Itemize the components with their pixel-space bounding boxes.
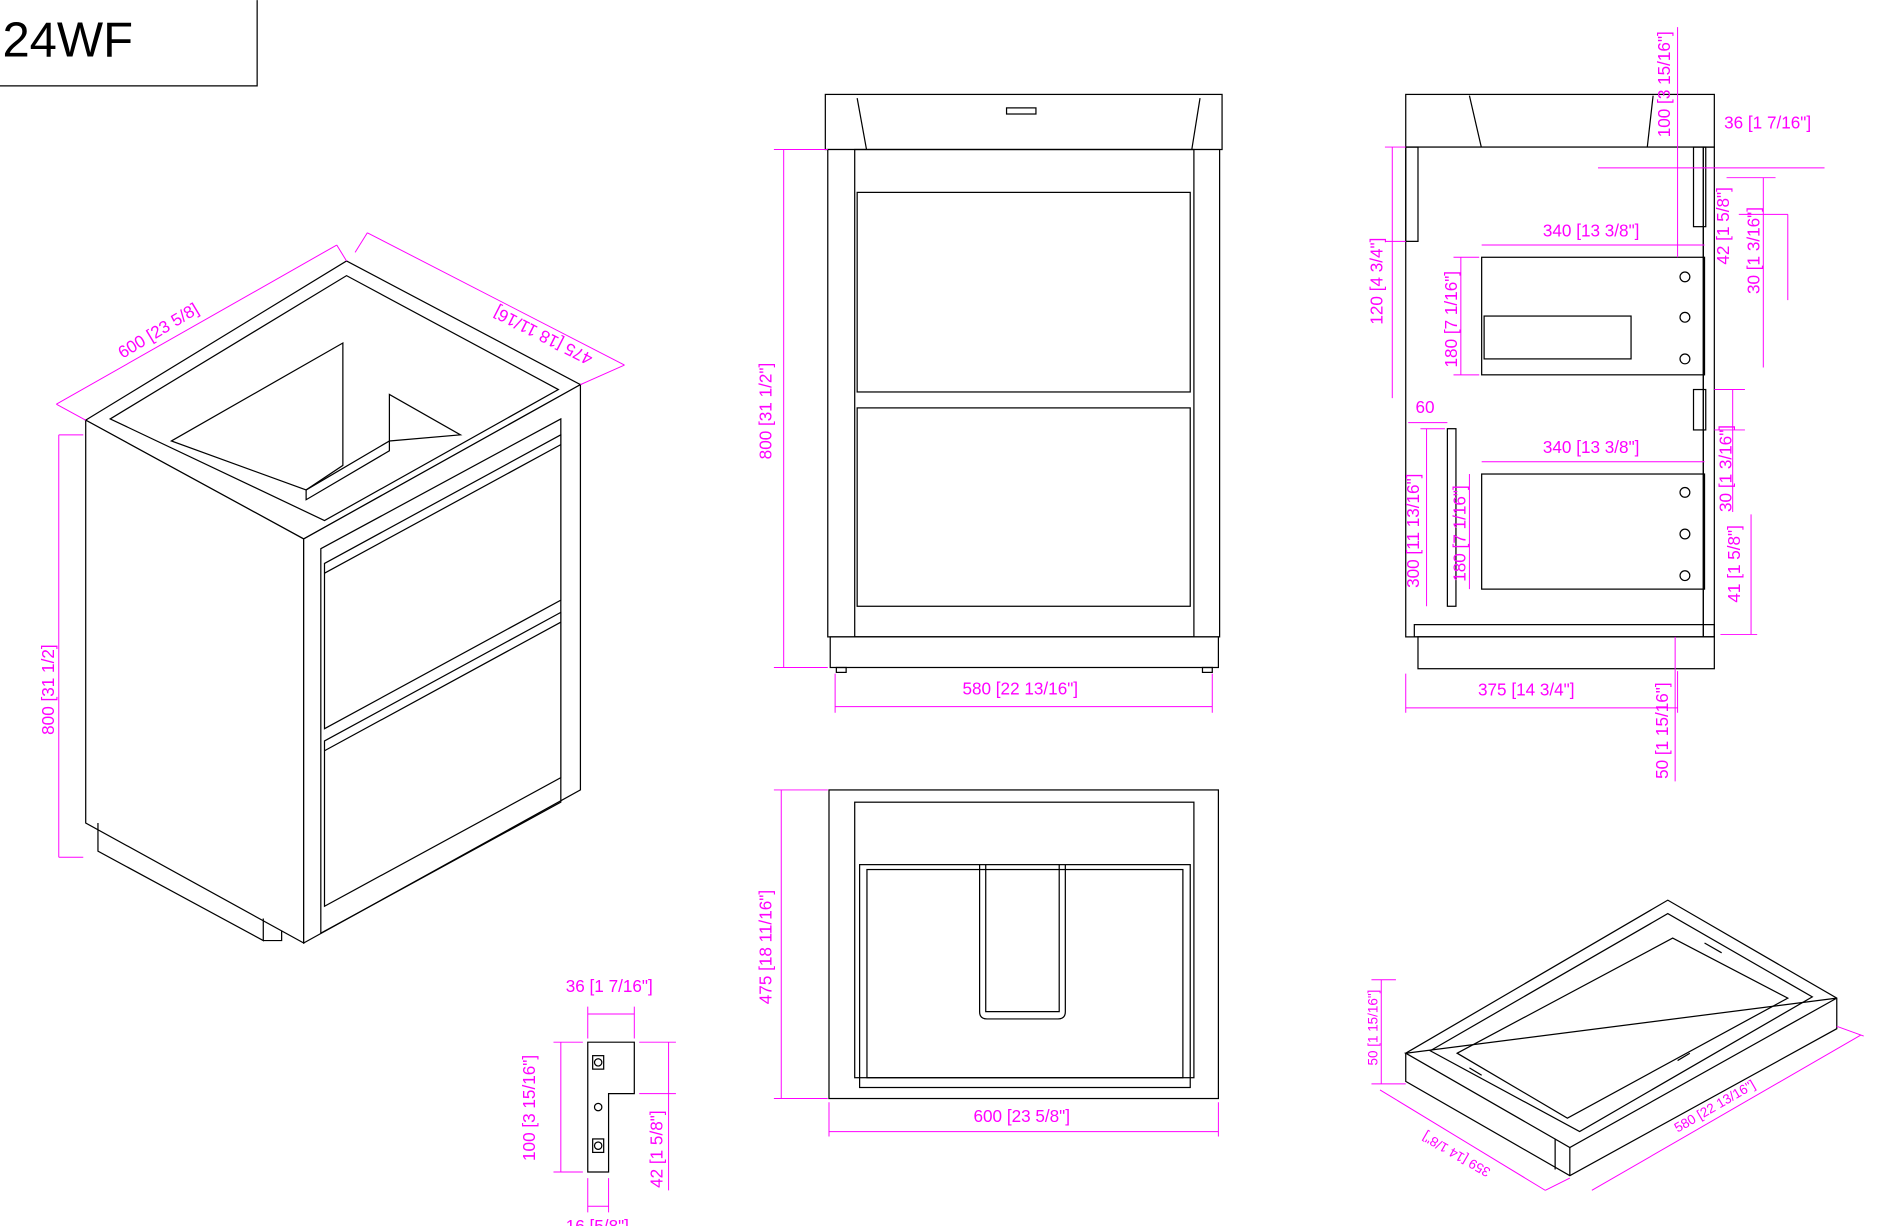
side-rail-offset-label: 60 [1416, 397, 1435, 417]
front-width-label: 580 [22 13/16"] [962, 678, 1078, 698]
side-upper-hole-offset-label: 30 [1 3/16"] [1744, 207, 1764, 294]
bracket-width-label: 36 [1 7/16"] [566, 976, 653, 996]
front-view: 800 [31 1/2"] 580 [22 13/16"] [755, 93, 1223, 713]
side-lower-hole-offset-label: 30 [1 3/16"] [1715, 425, 1735, 512]
base-isometric-view: 50 [1 15/16"] 359 [14 1/8"] 580 [22 13/1… [1366, 899, 1864, 1191]
front-height-label: 800 [31 1/2"] [755, 363, 775, 460]
bracket-detail: 36 [1 7/16"] 100 [3 15/16"] 42 [1 5/8"] … [519, 976, 676, 1226]
iso-height-label: 800 [31 1/2] [38, 644, 58, 734]
side-lower-bracket-offset-label: 41 [1 5/8"] [1724, 525, 1744, 603]
bracket-height-label: 100 [3 15/16"] [519, 1055, 539, 1161]
side-lower-drawer-depth-label: 340 [13 3/8"] [1543, 437, 1640, 457]
side-upper-bracket-offset-label: 42 [1 5/8"] [1713, 187, 1733, 264]
side-bracket-width-label: 36 [1 7/16"] [1724, 113, 1811, 133]
side-lower-section-height-label: 300 [11 13/16"] [1403, 474, 1423, 588]
side-view: 100 [3 15/16"] 36 [1 7/16"] 120 [4 3/4"]… [1366, 27, 1825, 782]
side-lower-drawer-height-label: 180 [7 1/16"] [1450, 485, 1470, 582]
side-base-height-label: 50 [1 15/16"] [1652, 682, 1672, 779]
top-depth-label: 475 [18 11/16"] [755, 890, 775, 1004]
side-upper-drawer-height-label: 180 [7 1/16"] [1441, 271, 1461, 368]
side-base-depth-label: 375 [14 3/4"] [1478, 680, 1575, 700]
iso-width-label: 600 [23 5/8] [114, 299, 202, 363]
side-sink-height-label: 100 [3 15/16"] [1654, 31, 1674, 137]
model-title: 24WF [2, 13, 133, 67]
title-block: 24WF [0, 0, 258, 87]
side-top-gap-label: 120 [4 3/4"] [1366, 238, 1386, 325]
base-height-label: 50 [1 15/16"] [1366, 990, 1381, 1066]
top-width-label: 600 [23 5/8"] [973, 1106, 1070, 1126]
top-view: 475 [18 11/16"] 600 [23 5/8"] [755, 789, 1220, 1137]
bracket-offset-label: 42 [1 5/8"] [646, 1110, 666, 1187]
side-upper-drawer-depth-label: 340 [13 3/8"] [1543, 220, 1640, 240]
bracket-thickness-label: 16 [5/8"] [566, 1216, 629, 1226]
isometric-view: 600 [23 5/8] 475 [18 11/16] 800 [31 1/2] [38, 232, 625, 945]
